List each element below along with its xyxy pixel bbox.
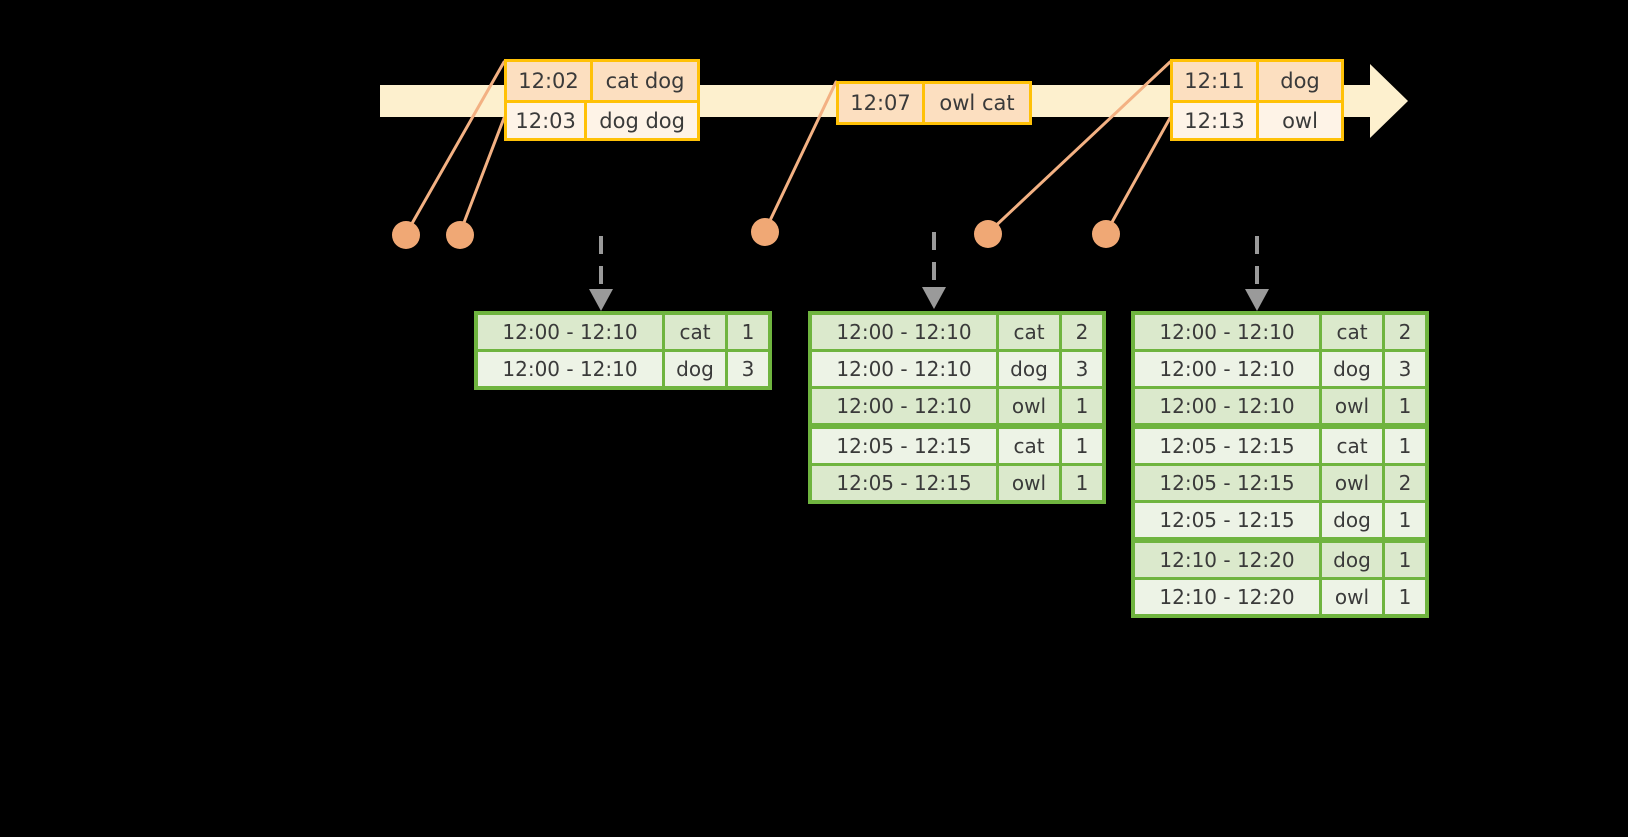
cell-word: cat: [1322, 315, 1382, 349]
cell-window: 12:00 - 12:10: [812, 315, 996, 349]
event-words: cat dog: [605, 69, 685, 93]
event-dot: [446, 221, 474, 249]
cell-word: cat: [999, 315, 1059, 349]
event-time: 12:13: [1173, 103, 1259, 138]
cell-count: 1: [1062, 466, 1102, 500]
event-group-3[interactable]: 12:11 dog 12:13 owl: [1170, 59, 1344, 141]
event-words: owl: [1282, 108, 1318, 133]
cell-count: 3: [1385, 352, 1425, 386]
cell-window: 12:00 - 12:10: [812, 389, 996, 423]
cell-count: 3: [1062, 352, 1102, 386]
event-time: 12:07: [839, 84, 925, 122]
event-dot: [1092, 220, 1120, 248]
event-group-2[interactable]: 12:07 owl cat: [836, 81, 1032, 125]
cell-count: 2: [1385, 315, 1425, 349]
event-time: 12:02: [507, 62, 593, 100]
cell-window: 12:05 - 12:15: [1135, 429, 1319, 463]
cell-word: dog: [999, 352, 1059, 386]
cell-window: 12:05 - 12:15: [812, 466, 996, 500]
cell-word: owl: [1322, 466, 1382, 500]
cell-window: 12:05 - 12:15: [812, 429, 996, 463]
event-words: dog: [1280, 69, 1320, 93]
cell-word: dog: [1322, 352, 1382, 386]
event-words: owl cat: [939, 91, 1015, 115]
cell-word: cat: [665, 315, 725, 349]
cell-word: dog: [665, 352, 725, 386]
event-words: dog dog: [599, 108, 685, 133]
dashed-arrow-1: [589, 236, 613, 311]
cell-count: 1: [1385, 429, 1425, 463]
event-dot: [392, 221, 420, 249]
dashed-arrows: [589, 232, 1269, 311]
cell-window: 12:00 - 12:10: [812, 352, 996, 386]
cell-window: 12:00 - 12:10: [478, 315, 662, 349]
cell-window: 12:10 - 12:20: [1135, 543, 1319, 577]
cell-window: 12:00 - 12:10: [478, 352, 662, 386]
cell-window: 12:00 - 12:10: [1135, 389, 1319, 423]
cell-count: 1: [1062, 389, 1102, 423]
cell-count: 1: [1385, 580, 1425, 614]
dashed-arrow-3: [1245, 236, 1269, 311]
cell-window: 12:00 - 12:10: [1135, 352, 1319, 386]
event-row[interactable]: 12:03 dog dog: [507, 100, 697, 138]
cell-window: 12:05 - 12:15: [1135, 503, 1319, 537]
cell-window: 12:05 - 12:15: [1135, 466, 1319, 500]
cell-count: 2: [1062, 315, 1102, 349]
event-row[interactable]: 12:13 owl: [1173, 100, 1341, 138]
event-row[interactable]: 12:07 owl cat: [839, 84, 1029, 122]
cell-word: owl: [999, 466, 1059, 500]
cell-word: cat: [999, 429, 1059, 463]
event-dot: [751, 218, 779, 246]
event-dot: [974, 220, 1002, 248]
cell-count: 3: [728, 352, 768, 386]
cell-word: owl: [999, 389, 1059, 423]
event-time: 12:11: [1173, 62, 1259, 100]
cell-word: owl: [1322, 580, 1382, 614]
cell-count: 1: [1385, 543, 1425, 577]
cell-count: 2: [1385, 466, 1425, 500]
event-row[interactable]: 12:02 cat dog: [507, 62, 697, 100]
cell-count: 1: [1385, 503, 1425, 537]
dashed-arrow-2: [922, 232, 946, 309]
cell-word: cat: [1322, 429, 1382, 463]
event-row[interactable]: 12:11 dog: [1173, 62, 1341, 100]
cell-count: 1: [1062, 429, 1102, 463]
cell-word: owl: [1322, 389, 1382, 423]
cell-count: 1: [728, 315, 768, 349]
cell-word: dog: [1322, 543, 1382, 577]
cell-window: 12:10 - 12:20: [1135, 580, 1319, 614]
event-time: 12:03: [507, 103, 588, 138]
cell-count: 1: [1385, 389, 1425, 423]
cell-word: dog: [1322, 503, 1382, 537]
event-group-1[interactable]: 12:02 cat dog 12:03 dog dog: [504, 59, 700, 141]
event-dots: [392, 218, 1120, 249]
cell-window: 12:00 - 12:10: [1135, 315, 1319, 349]
